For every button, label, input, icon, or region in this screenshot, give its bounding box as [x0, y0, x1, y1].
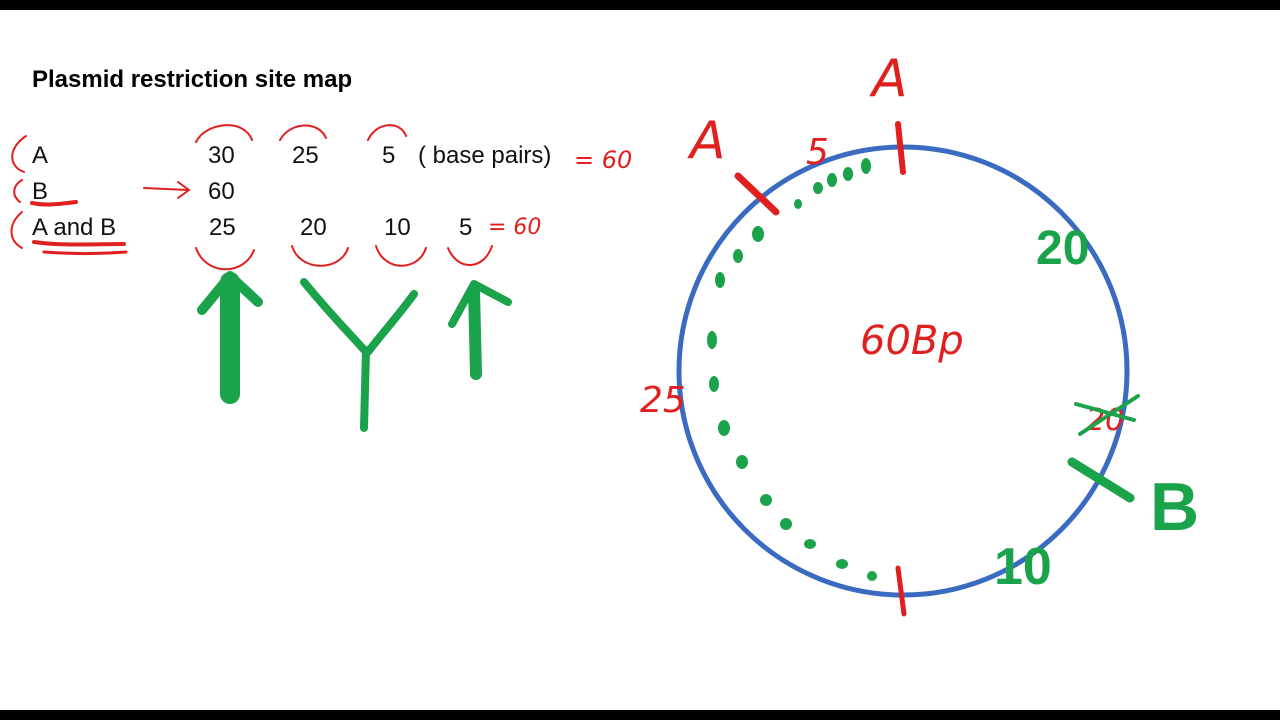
- row-a-fragment-1: 30: [208, 142, 235, 169]
- row-a-label: A: [32, 142, 49, 169]
- arc-over-30: [195, 124, 253, 143]
- row-ab-fragment-4: 5: [459, 214, 473, 241]
- site-label-b: B: [1150, 469, 1199, 545]
- dotted-segment-25: [707, 158, 877, 581]
- segment-label-20: 20: [1036, 222, 1089, 275]
- underline-ab-1: [32, 240, 126, 247]
- segment-label-25: 25: [640, 380, 686, 421]
- arc-under-5: [447, 245, 493, 266]
- arrow-5-head: [448, 280, 512, 328]
- site-tick-upper-left: [734, 172, 780, 216]
- segment-label-5: 5: [806, 132, 829, 173]
- sum-row-a: = 60: [574, 146, 632, 174]
- arc-under-20: [291, 245, 349, 267]
- merge-line-20: [300, 278, 370, 356]
- arc-over-5: [367, 124, 407, 141]
- underline-b: [30, 200, 78, 207]
- top-letterbox-bar: [0, 0, 1280, 10]
- sum-row-ab: = 60: [488, 215, 541, 240]
- merge-stem: [360, 346, 370, 432]
- site-label-a-left: A: [687, 111, 726, 171]
- row-b-label: B: [32, 178, 49, 205]
- bracket-row-a: [11, 135, 27, 173]
- site-tick-b: [1067, 457, 1135, 503]
- row-ab-fragment-2: 20: [300, 214, 327, 241]
- row-ab-fragment-3: 10: [384, 214, 411, 241]
- site-tick-top: [895, 121, 906, 175]
- row-a-fragment-3: 5: [382, 142, 396, 169]
- bracket-row-b: [13, 179, 23, 203]
- row-a-fragment-2: 25: [292, 142, 319, 169]
- bracket-row-ab: [10, 211, 23, 249]
- row-ab-fragment-1: 25: [209, 214, 236, 241]
- units-label: ( base pairs): [418, 142, 552, 169]
- plasmid-circle: [676, 144, 1130, 598]
- arrow-b-shaft: [143, 187, 189, 191]
- arrow-5-shaft: [468, 284, 482, 380]
- arrow-b-head: [177, 181, 191, 199]
- underline-ab-2: [42, 250, 128, 255]
- segment-label-10: 10: [994, 538, 1052, 596]
- merge-line-10: [364, 290, 418, 356]
- plasmid-size-label: 60Bp: [860, 318, 964, 364]
- green-fragment-arrows: [197, 271, 512, 432]
- arc-over-25: [279, 124, 327, 141]
- page-title: Plasmid restriction site map: [32, 66, 353, 93]
- row-ab-label: A and B: [32, 214, 117, 241]
- site-tick-bottom: [895, 565, 907, 617]
- site-label-a-top: A: [869, 49, 908, 109]
- red-site-ticks: [734, 121, 907, 617]
- bottom-letterbox-bar: [0, 710, 1280, 720]
- row-b-fragment-1: 60: [208, 178, 235, 205]
- red-table-marks: [10, 124, 493, 271]
- arc-under-25: [195, 247, 255, 271]
- strike-marks: [1074, 394, 1140, 436]
- arrow-25-head: [197, 271, 263, 315]
- arc-under-10: [375, 245, 427, 267]
